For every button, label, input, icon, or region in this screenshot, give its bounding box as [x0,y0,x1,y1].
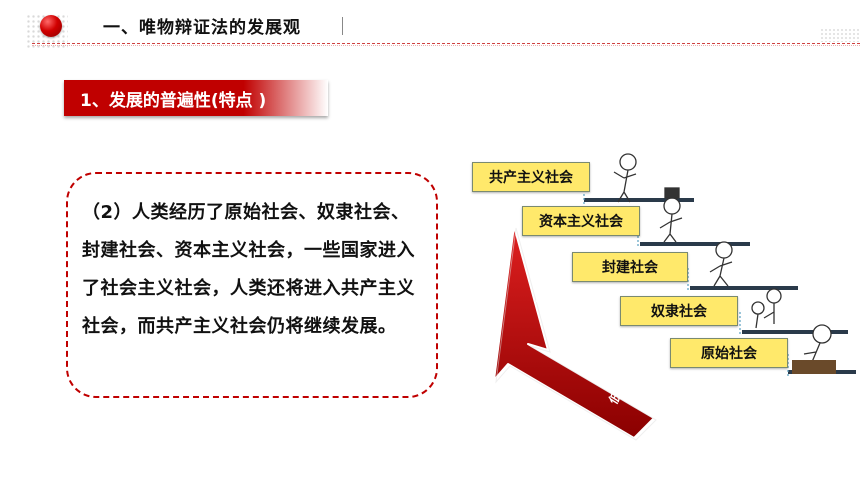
stage-label-feudalism: 封建社会 [572,252,688,282]
stage-label-primitive: 原始社会 [670,338,788,368]
section-heading: 1、发展的普遍性(特点 ) [80,91,267,111]
stage-label-communism: 共产主义社会 [472,162,590,192]
section-heading-box: 1、发展的普遍性(特点 ) [64,80,328,116]
stick-figure-icons [613,153,836,374]
content-paragraph: （2）人类经历了原始社会、奴隶社会、封建社会、资本主义社会，一些国家进入了社会主… [82,202,415,337]
stage-label-slavery: 奴隶社会 [620,296,738,326]
red-ball-icon [40,15,62,37]
decorative-dot-pattern-right [820,28,860,42]
header-divider-secondary [32,45,860,46]
stage-label-capitalism: 资本主义社会 [522,206,640,236]
society-stairs-diagram: 共产主义社会 资本主义社会 封建社会 奴隶社会 原始社会 高级 一般发展过程 低… [462,148,860,448]
content-card: （2）人类经历了原始社会、奴隶社会、封建社会、资本主义社会，一些国家进入了社会主… [66,172,438,398]
page-title: 一、唯物辩证法的发展观 [103,18,301,38]
development-arrow [493,225,657,441]
stairs-graphic [493,153,856,441]
title-separator [342,17,343,35]
header-divider [32,43,860,44]
